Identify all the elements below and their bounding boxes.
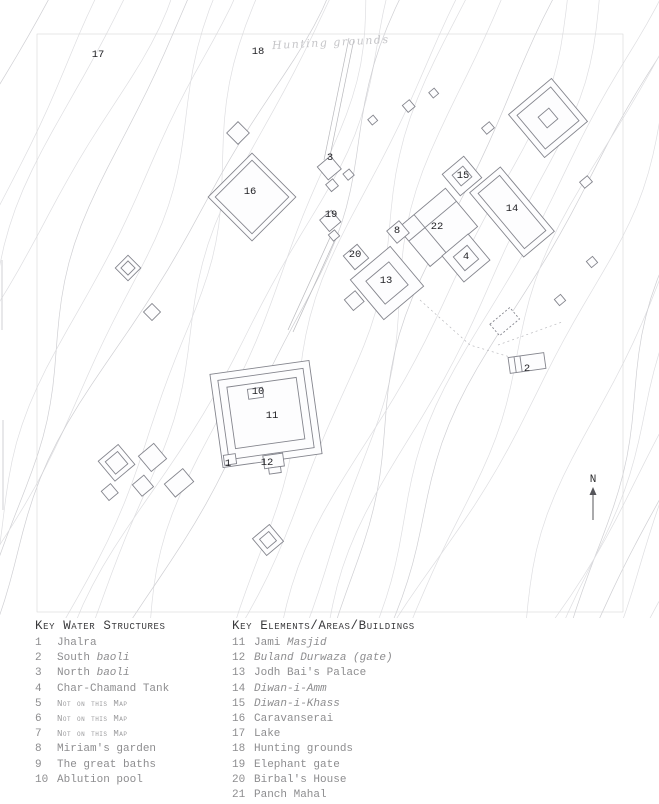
legend-water-title: Key Water Structures — [35, 619, 166, 633]
legend-item-label: Char-Chamand Tank — [57, 682, 170, 695]
legend-item-2: 2 South baoli — [35, 651, 225, 666]
legend-water-structures: Key Water Structures 1 Jhalra 2 South baoli… — [35, 619, 225, 788]
legend-elements-list: 11 Jami Masjid 12 Buland Durwaza (gate) 13 Jo… — [232, 636, 512, 803]
legend-item-1: 1 Jhalra — [35, 636, 225, 651]
legend-item-label: The great baths — [57, 758, 157, 771]
legend-item-16: 16 Caravanserai — [232, 712, 512, 727]
legend-item-number: 1 — [35, 637, 42, 649]
legend-item-21: 21 Panch Mahal — [232, 788, 512, 803]
legend-item-label: Miriam's garden — [57, 743, 157, 756]
legend-item-label: Jhalra — [57, 637, 97, 649]
legend-item-15: 15 Diwan-i-Khass — [232, 697, 512, 712]
legend-item-5: 5 Not on this Map — [35, 697, 225, 712]
building-char-chamand-tank — [441, 233, 491, 283]
building-elephant-gate — [319, 209, 342, 242]
building-diwan-i-amm — [469, 166, 555, 258]
legend-item-14: 14 Diwan-i-Amm — [232, 682, 512, 697]
legend-item-label: Lake — [254, 728, 281, 741]
legend-item-number: 9 — [35, 758, 42, 771]
legend-item-label: North baoli — [57, 667, 130, 680]
legend-item-label: Not on this Map — [57, 698, 128, 709]
north-arrow-icon — [589, 487, 597, 520]
legend-item-3: 3 North baoli — [35, 666, 225, 681]
legend-item-11: 11 Jami Masjid — [232, 636, 512, 651]
legend-item-number: 16 — [232, 713, 246, 726]
legend-item-9: 9 The great baths — [35, 758, 225, 773]
legend-item-20: 20 Birbal's House — [232, 773, 512, 788]
legend-item-8: 8 Miriam's garden — [35, 742, 225, 757]
legend-item-number: 12 — [232, 652, 246, 665]
legend-item-label: Hunting grounds — [254, 743, 354, 756]
legend-item-label: Elephant gate — [254, 758, 340, 771]
legend-item-label: Jodh Bai's Palace — [254, 667, 367, 680]
legend-item-18: 18 Hunting grounds — [232, 742, 512, 757]
map-frame — [36, 33, 624, 613]
building-jami-masjid — [209, 359, 323, 475]
legend-elements-buildings: Key Elements/Areas/Buildings 11 Jami Masj… — [232, 619, 512, 803]
site-plan-drawing — [0, 0, 659, 618]
legend-item-number: 13 — [232, 667, 246, 680]
north-label: N — [589, 474, 597, 486]
legend-item-label: Not on this Map — [57, 714, 128, 725]
legend-item-number: 4 — [35, 682, 42, 695]
building-diwan-i-khass — [441, 155, 483, 197]
building-north-baoli — [316, 155, 355, 193]
building-birbal-house — [342, 243, 370, 271]
legend-item-17: 17 Lake — [232, 727, 512, 742]
legend-item-label: Panch Mahal — [254, 789, 327, 802]
legend-item-7: 7 Not on this Map — [35, 727, 225, 742]
legend-item-number: 6 — [35, 713, 42, 726]
legend-item-label: Buland Durwaza (gate) — [254, 652, 393, 665]
legend-item-label: Birbal's House — [254, 773, 347, 786]
legend-item-number: 15 — [232, 697, 246, 710]
legend-item-number: 2 — [35, 652, 42, 665]
legend-item-6: 6 Not on this Map — [35, 712, 225, 727]
legend-item-number: 18 — [232, 743, 246, 756]
north-arrow: N — [585, 474, 601, 527]
roads — [287, 37, 563, 361]
building-fort — [507, 77, 589, 159]
legend-item-19: 19 Elephant gate — [232, 758, 512, 773]
legend-item-label: Not on this Map — [57, 729, 128, 740]
building-jodh-bai-palace — [349, 245, 425, 321]
legend-item-number: 3 — [35, 667, 42, 680]
legend-item-number: 19 — [232, 758, 246, 771]
legend-water-list: 1 Jhalra 2 South baoli 3 North baoli 4 Char-Cha… — [35, 636, 225, 788]
buildings — [97, 77, 599, 557]
legend-item-number: 14 — [232, 682, 246, 695]
legend-item-label: Ablution pool — [57, 773, 143, 786]
legend-elements-title: Key Elements/Areas/Buildings — [232, 619, 415, 633]
legend-item-label: Diwan-i-Khass — [254, 697, 340, 710]
legend-item-number: 7 — [35, 728, 42, 741]
building-caravanserai — [207, 152, 297, 242]
legend-item-label: Diwan-i-Amm — [254, 682, 327, 695]
legend-item-4: 4 Char-Chamand Tank — [35, 682, 225, 697]
legend-item-number: 8 — [35, 743, 42, 756]
legend-item-number: 5 — [35, 697, 42, 710]
legend-item-label: Caravanserai — [254, 713, 334, 726]
legend-item-label: Jami Masjid — [254, 637, 327, 649]
legend-item-number: 20 — [232, 773, 246, 786]
legend-item-number: 10 — [35, 773, 49, 786]
contour-lines — [0, 0, 659, 618]
legend-item-12: 12 Buland Durwaza (gate) — [232, 651, 512, 666]
legend-item-number: 21 — [232, 789, 246, 802]
legend-item-10: 10 Ablution pool — [35, 773, 225, 788]
legend-item-label: South baoli — [57, 652, 130, 665]
legend-item-number: 17 — [232, 728, 246, 741]
legend-item-13: 13 Jodh Bai's Palace — [232, 666, 512, 681]
legend-item-number: 11 — [232, 637, 246, 649]
building-south-baoli — [507, 352, 547, 374]
